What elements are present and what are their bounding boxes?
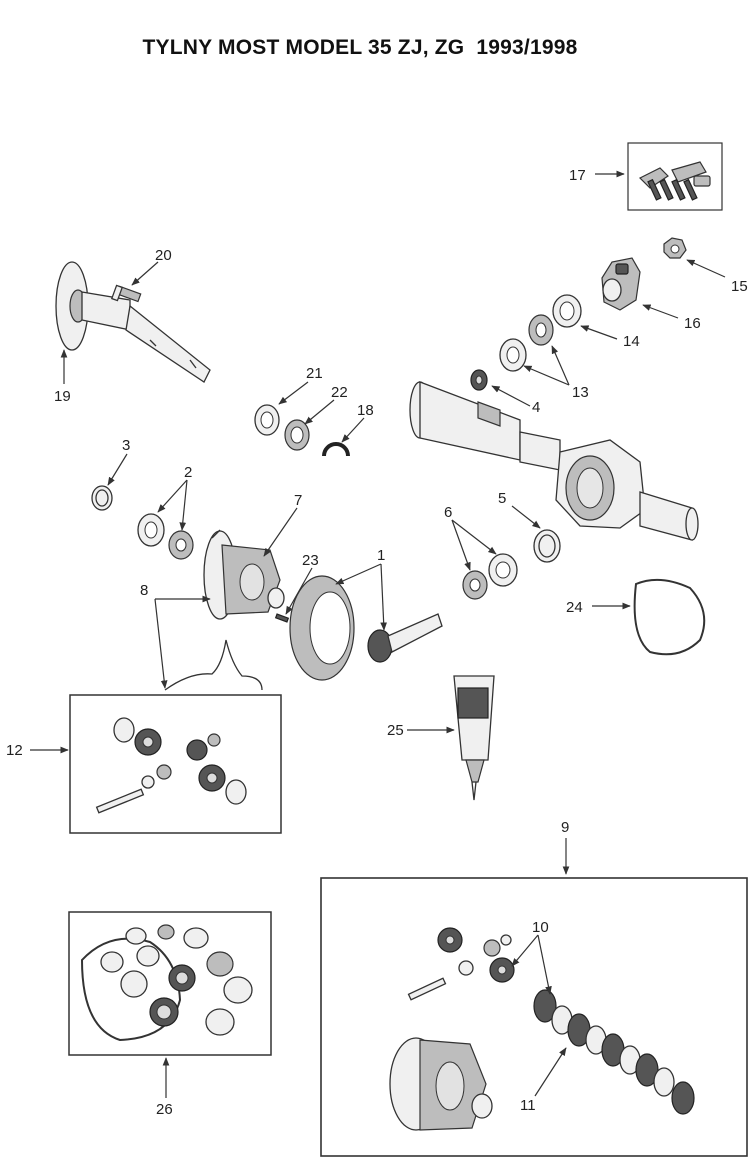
part-22-axle-bearing — [284, 419, 310, 451]
callout-8: 8 — [140, 582, 148, 599]
part-11-clutch-plates — [533, 989, 695, 1115]
leader-lines — [30, 170, 726, 1098]
callout-labels: 1 2 3 4 5 6 7 8 9 10 11 12 13 14 15 16 1… — [6, 167, 748, 1118]
part-2-carrier-bearings — [137, 513, 194, 560]
part-9-limited-slip-unit — [320, 877, 748, 1157]
part-12-spider-gear-kit — [69, 694, 282, 834]
part-20-wheel-stud — [110, 284, 142, 303]
callout-22: 22 — [331, 384, 348, 401]
callout-6: 6 — [444, 504, 452, 521]
part-3-shim — [91, 485, 113, 511]
part-16-pinion-yoke — [601, 257, 641, 311]
callout-11: 11 — [520, 1097, 536, 1114]
callout-13: 13 — [572, 384, 589, 401]
part-23-pin — [274, 613, 290, 623]
part-1-ring-and-pinion — [289, 575, 443, 681]
callout-1: 1 — [377, 547, 385, 564]
callout-26: 26 — [156, 1101, 173, 1118]
callout-25: 25 — [387, 722, 404, 739]
part-25-sealant-tube — [453, 675, 495, 801]
callout-5: 5 — [498, 490, 506, 507]
callout-19: 19 — [54, 388, 71, 405]
callout-20: 20 — [155, 247, 172, 264]
part-14-bearing-cup — [552, 294, 582, 328]
part-24-cover-gasket — [633, 578, 706, 656]
callout-3: 3 — [122, 437, 130, 454]
callout-15: 15 — [731, 278, 748, 295]
callout-2: 2 — [184, 464, 192, 481]
part-4-bearing — [470, 369, 488, 391]
part-19-axle-shaft — [55, 261, 211, 383]
callout-10: 10 — [532, 919, 549, 936]
part-13-pinion-bearings — [499, 314, 554, 372]
part-18-c-clip — [322, 442, 350, 457]
callout-12: 12 — [6, 742, 23, 759]
part-26-overhaul-kit — [68, 911, 272, 1056]
callout-21: 21 — [306, 365, 323, 382]
callout-16: 16 — [684, 315, 701, 332]
callout-14: 14 — [623, 333, 640, 350]
callout-17: 17 — [569, 167, 586, 184]
axle-housing — [409, 381, 699, 541]
part-15-pinion-nut — [663, 237, 687, 259]
diagram-title: TYLNY MOST MODEL 35 ZJ, ZG 1993/1998 — [142, 36, 578, 59]
part-5-crush-sleeve — [533, 529, 561, 563]
callout-24: 24 — [566, 599, 583, 616]
callout-4: 4 — [532, 399, 540, 416]
part-21-axle-seal — [254, 404, 280, 436]
part-17-hardware-kit — [627, 142, 723, 211]
callout-9: 9 — [561, 819, 569, 836]
part-6-bearings — [462, 553, 518, 600]
part-7-differential-case — [203, 529, 285, 620]
callout-7: 7 — [294, 492, 302, 509]
callout-18: 18 — [357, 402, 374, 419]
callout-23: 23 — [302, 552, 319, 569]
